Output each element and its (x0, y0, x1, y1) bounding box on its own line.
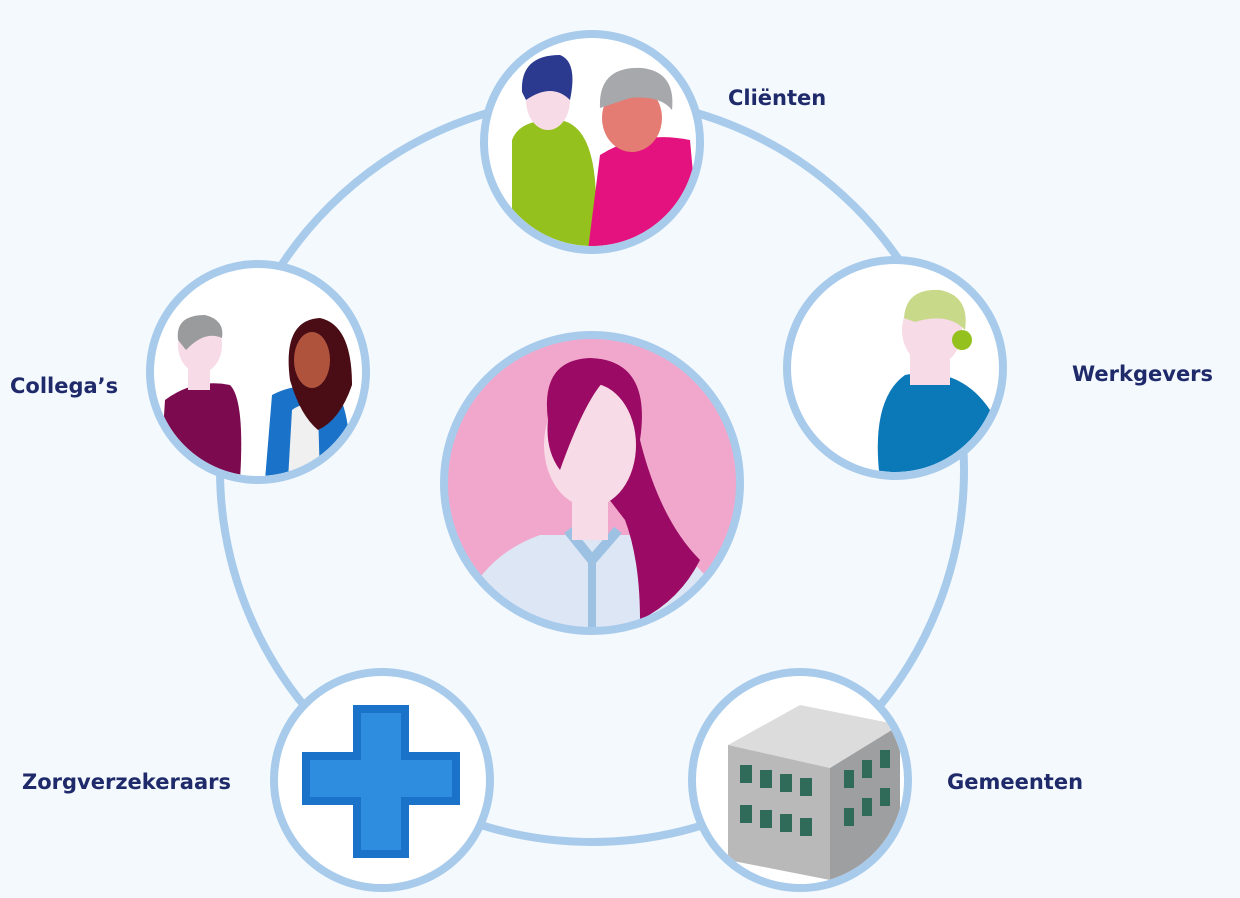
label-zorgverzekeraars: Zorgverzekeraars (22, 770, 231, 794)
label-gemeenten: Gemeenten (947, 770, 1084, 794)
label-werkgevers: Werkgevers (1072, 362, 1214, 386)
center-node (440, 331, 744, 635)
node-zorgverzekeraars[interactable] (270, 668, 494, 892)
node-gemeenten[interactable] (688, 668, 912, 892)
medical-cross-icon (302, 705, 460, 858)
node-collegas[interactable] (146, 260, 370, 484)
node-werkgevers[interactable] (783, 256, 1007, 480)
clients-couple-icon (512, 55, 696, 246)
label-collegas: Collega’s (10, 374, 119, 398)
label-clienten: Cliënten (728, 86, 827, 110)
node-clienten[interactable] (480, 30, 704, 254)
